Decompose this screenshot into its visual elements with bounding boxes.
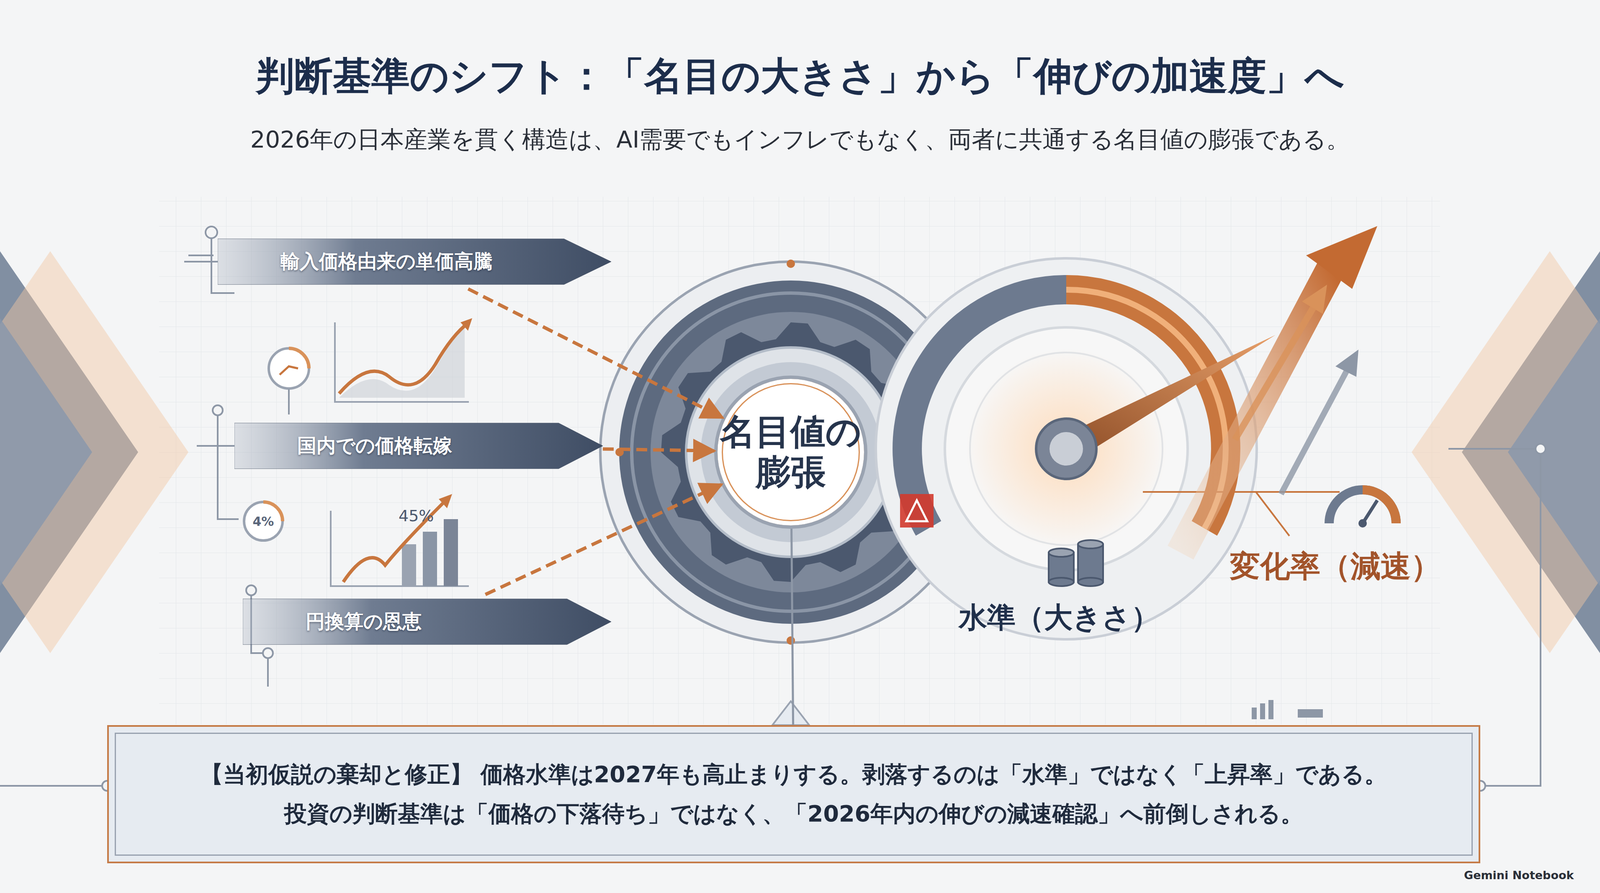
- node-label: 名目値の膨張: [717, 411, 865, 493]
- caption-text: 2026年の日本産業を貫く構造は、AI需要でもインフレでもなく、両者に共通する名…: [0, 123, 1600, 156]
- arrow-band: 円換算の恩恵: [242, 594, 612, 649]
- link-line: [791, 528, 794, 726]
- watermark: Gemini Notebook: [1463, 868, 1575, 882]
- flow-arrow: [468, 288, 723, 418]
- note-text: 【当初仮説の棄却と修正】 価格水準は2027年も高止まりする。剥落するのは「水準…: [200, 754, 1387, 795]
- note-text: 投資の判断基準は「価格の下落待ち」ではなく、「2026年内の伸びの減速確認」へ前…: [284, 794, 1304, 834]
- node-label: 水準（大きさ）: [958, 598, 1160, 637]
- hub-circle: 名目値の膨張: [714, 375, 868, 529]
- node-label: 変化率（減速）: [1229, 546, 1441, 587]
- node-label: 輸入価格由来の単価高騰: [280, 248, 493, 275]
- title-text: 判断基準のシフト：「名目の大きさ」から「伸びの加速度」へ: [0, 50, 1600, 103]
- chart-label: 45%: [398, 506, 434, 525]
- arrow-band: 国内での価格転嫁: [234, 418, 603, 474]
- flow-arrow: [485, 484, 722, 595]
- note-box: 【当初仮説の棄却と修正】 価格水準は2027年も高止まりする。剥落するのは「水準…: [107, 725, 1481, 864]
- gauge-label: 変化率（減速）: [1209, 543, 1462, 590]
- node-label: 円換算の恩恵: [305, 608, 422, 635]
- arrow-shape: [242, 594, 612, 649]
- node-label: 国内での価格転嫁: [297, 432, 453, 459]
- gauge-label: 水準（大きさ）: [941, 594, 1177, 641]
- arrow-band: 輸入価格由来の単価高騰: [217, 234, 612, 289]
- flow-arrow: [602, 448, 715, 451]
- chart-label: 4%: [252, 514, 275, 529]
